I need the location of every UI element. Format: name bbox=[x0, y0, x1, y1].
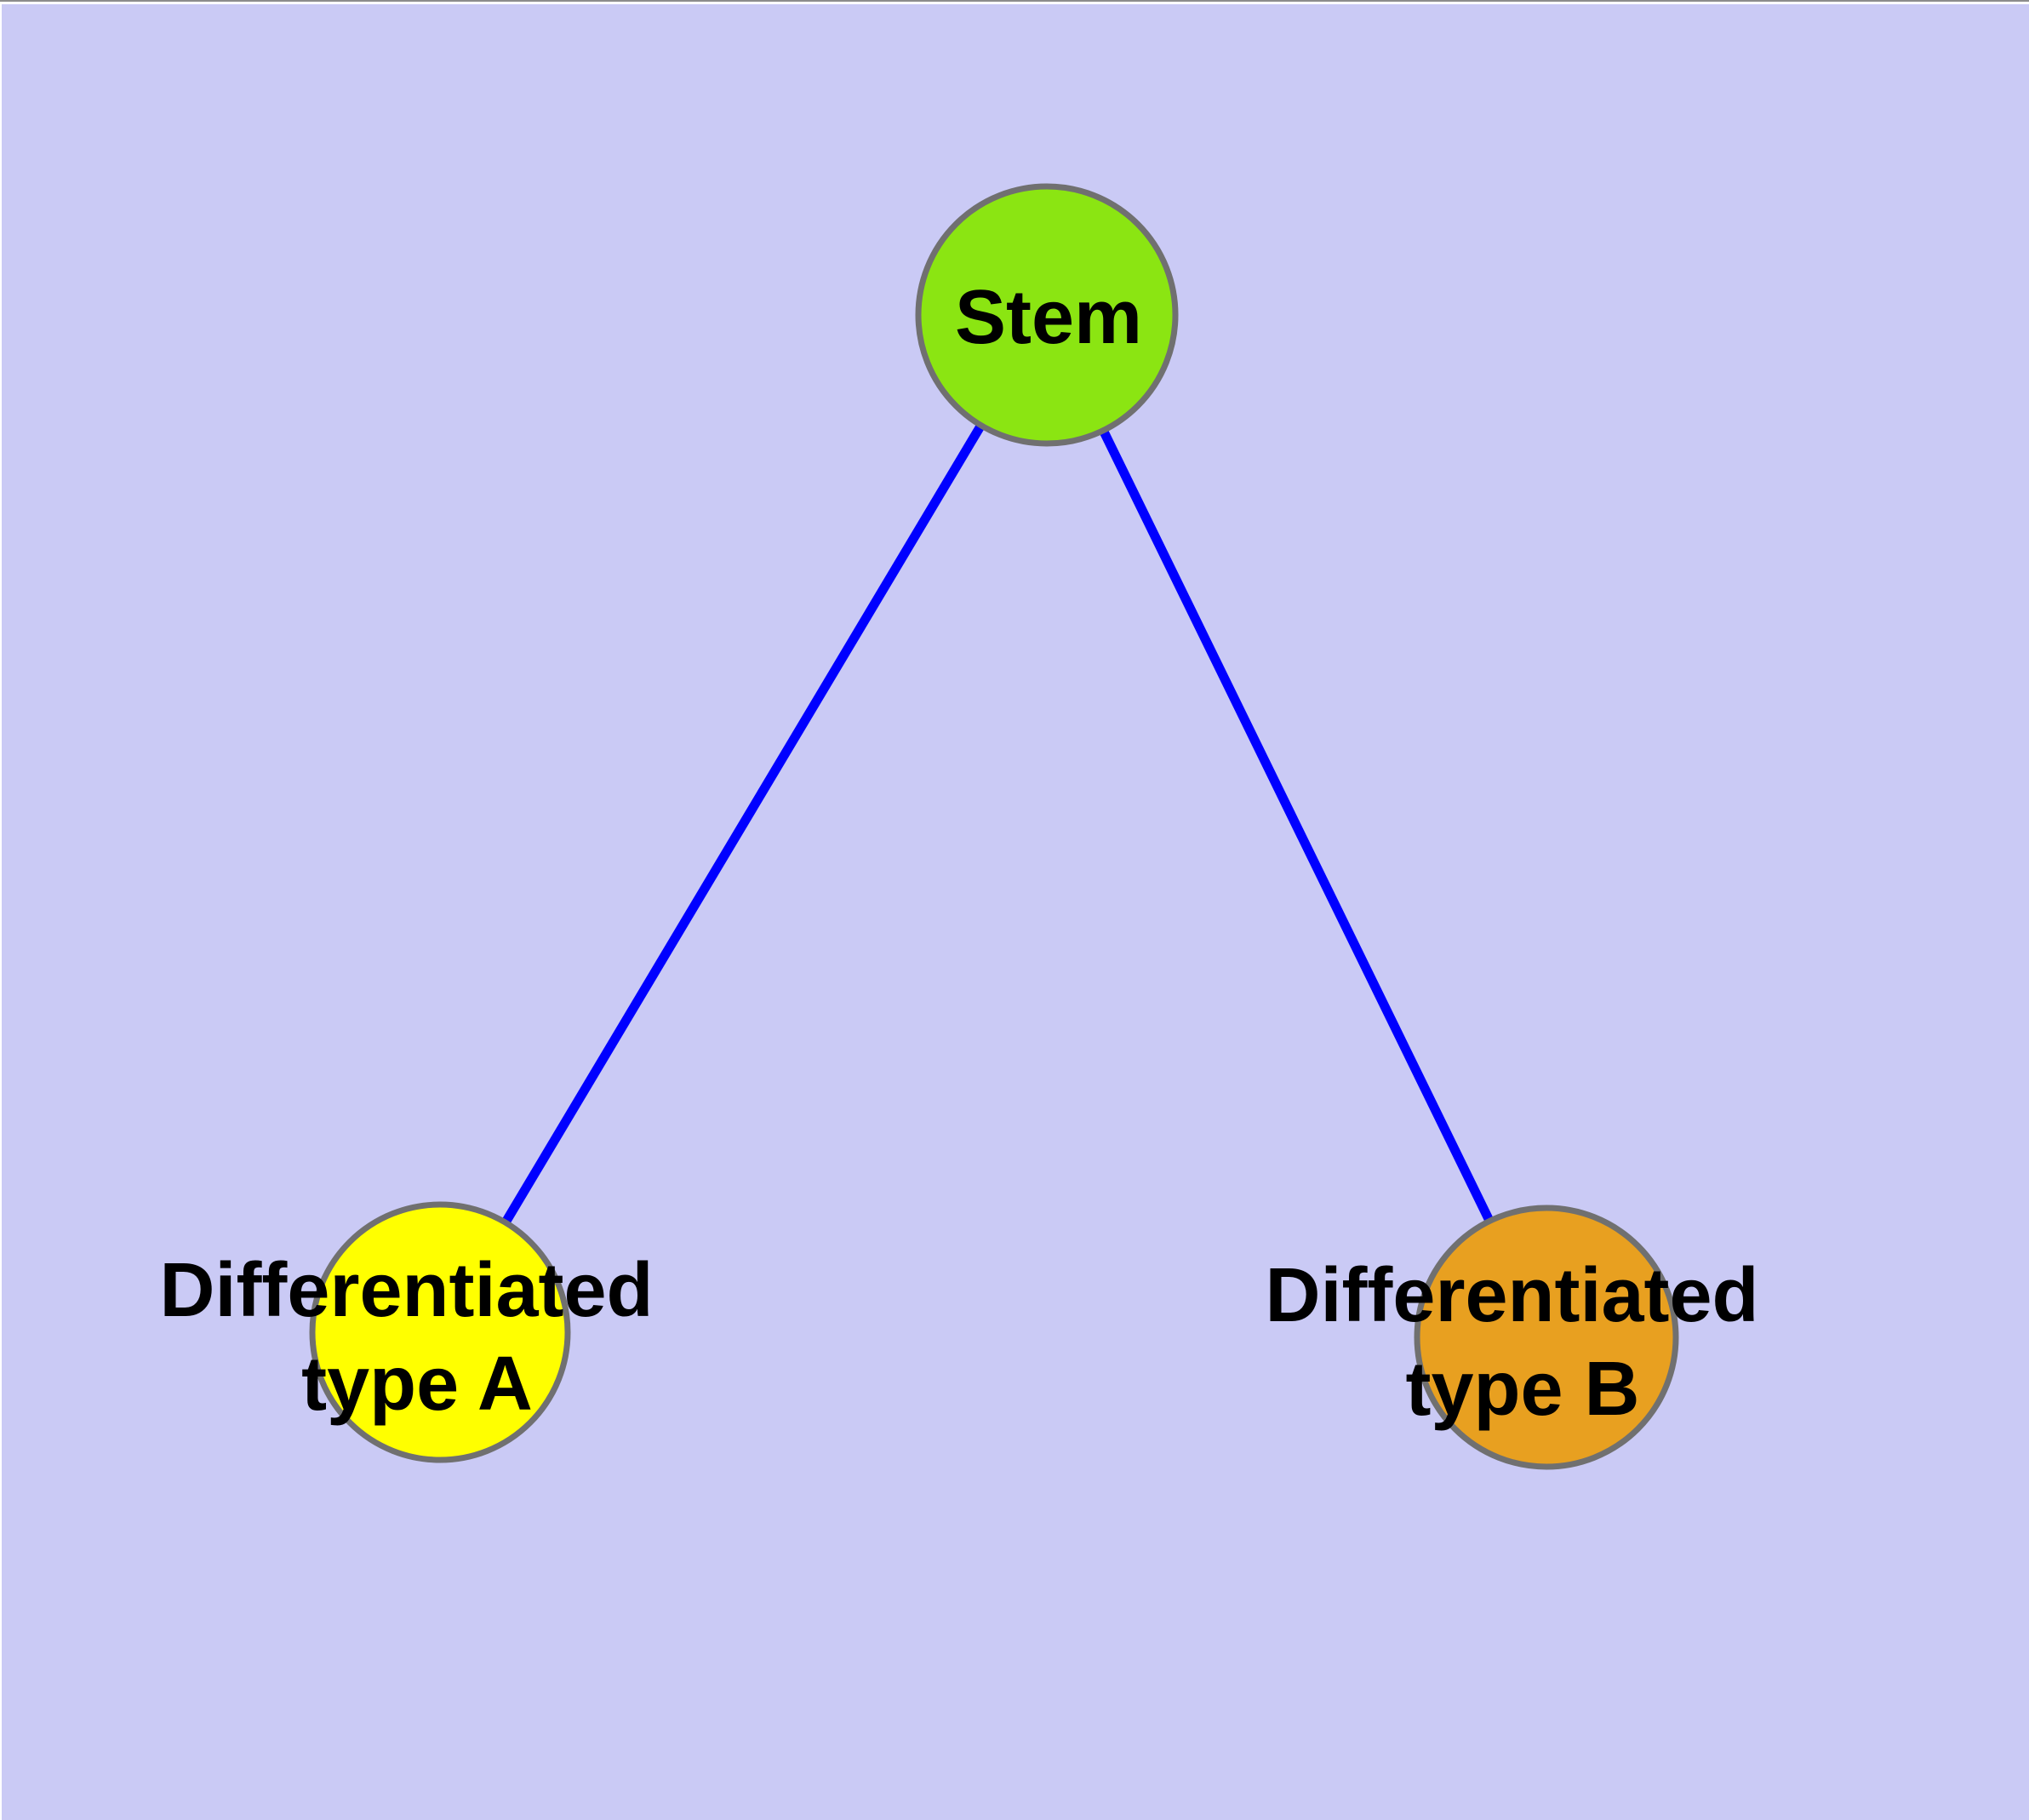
node-type-b-circle bbox=[1414, 1205, 1679, 1470]
node-stem-circle bbox=[915, 183, 1179, 447]
node-type-b-label-line1: Differentiated bbox=[1265, 1253, 1758, 1338]
edge-stem-to-type-a bbox=[436, 312, 1051, 1335]
node-type-a-label-line1: Differentiated bbox=[159, 1248, 653, 1333]
edge-stem-to-type-b bbox=[1043, 312, 1551, 1340]
node-type-a-circle bbox=[309, 1201, 571, 1463]
top-edge-line bbox=[0, 0, 2029, 2]
node-type-b-label: Differentiated type B bbox=[1265, 1253, 1780, 1432]
node-type-a-label: Differentiated type A bbox=[159, 1248, 674, 1427]
node-stem-label: Stem bbox=[955, 275, 1142, 360]
node-type-b-label-line2: type B bbox=[1405, 1347, 1639, 1432]
node-type-a-label-line2: type A bbox=[301, 1342, 533, 1427]
